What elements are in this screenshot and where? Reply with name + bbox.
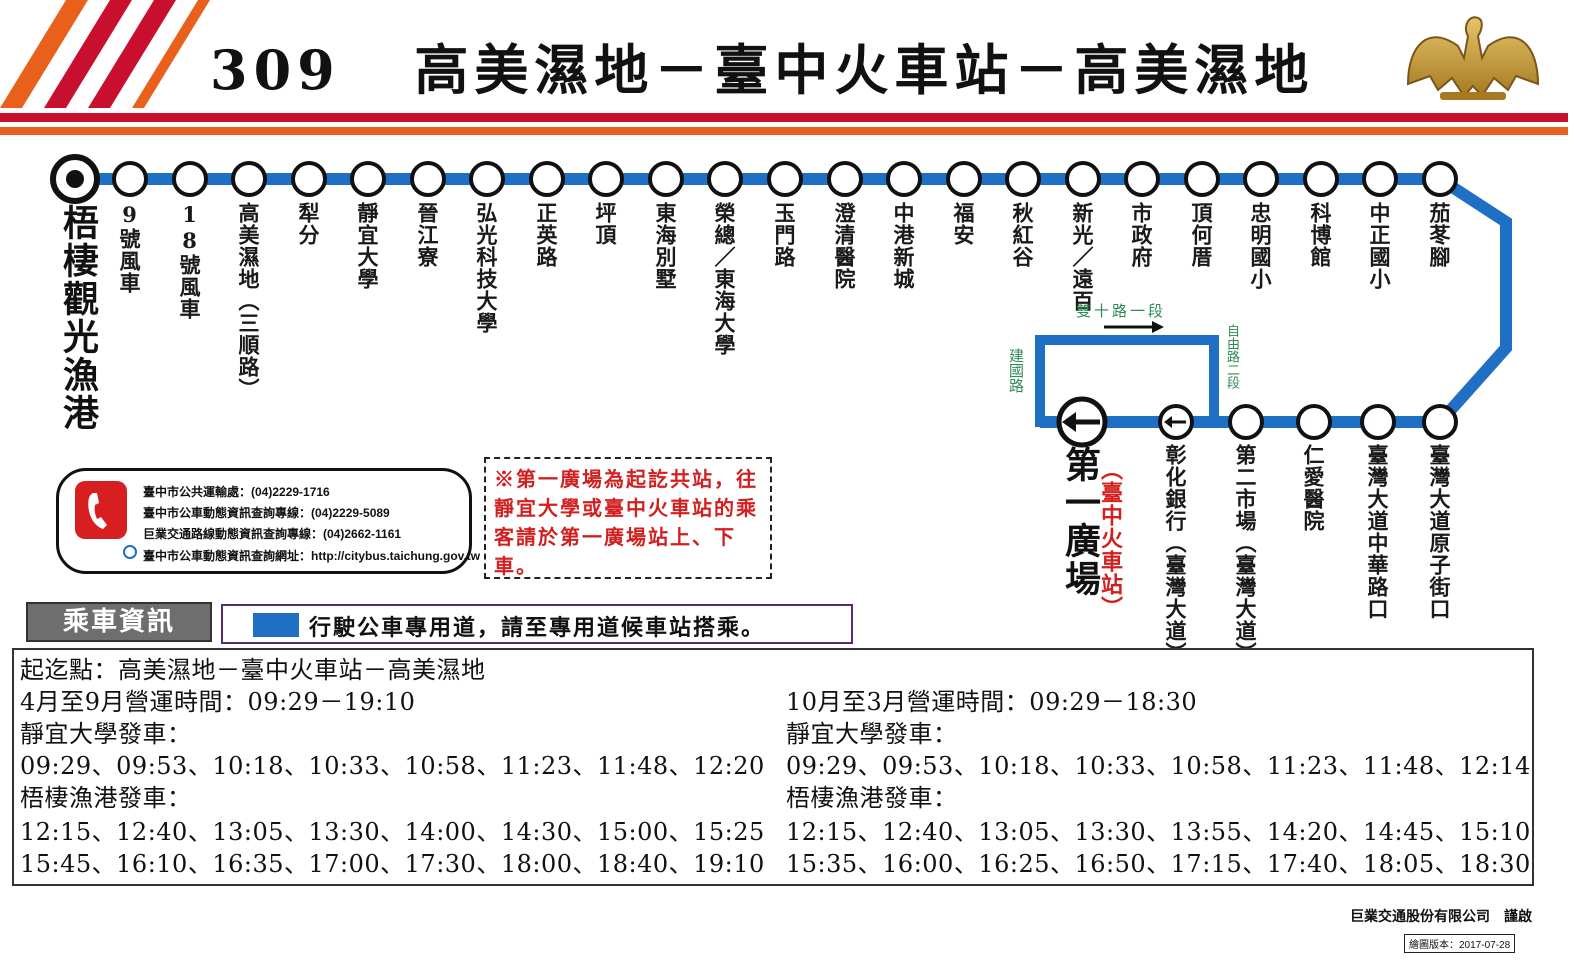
company-signature: 巨業交通股份有限公司 謹啟	[1350, 908, 1532, 924]
stop-label: 臺灣大道原子街口	[1427, 444, 1452, 620]
stop-marker	[1124, 161, 1160, 197]
contact-line: 臺中市公車動態資訊查詢專線：(04)2229-5089	[143, 506, 390, 520]
contact-line: 巨業交通路線動態資訊查詢專線：(04)2662-1161	[143, 527, 402, 541]
summer-wuqi-label: 梧棲漁港發車：	[20, 784, 192, 812]
stop-label: 榮總／東海大學	[712, 202, 737, 356]
stop-label: 澄清醫院	[832, 202, 857, 290]
route-number: 309	[210, 38, 341, 102]
summer-jingyi-label: 靜宜大學發車：	[20, 720, 192, 748]
drawing-version: 繪圖版本：2017-07-28	[1404, 934, 1516, 953]
stop-label: 9號風車	[117, 202, 142, 294]
winter-wuqi-times-2: 15:35、16:00、16:25、16:50、17:15、17:40、18:0…	[786, 850, 1531, 878]
stop-marker	[1184, 161, 1220, 197]
stop-marker	[291, 161, 327, 197]
stop-label: 東海別墅	[653, 202, 678, 290]
stop-label: 市政府	[1129, 202, 1154, 268]
stop-marker	[588, 161, 624, 197]
stop-marker	[946, 161, 982, 197]
road-shuangshi: 雙十路一段	[1076, 302, 1167, 320]
stop-label: 臺灣大道中華路口	[1365, 444, 1390, 620]
stop-marker	[1422, 404, 1458, 440]
summer-jingyi-times: 09:29、09:53、10:18、10:33、10:58、11:23、11:4…	[20, 752, 765, 780]
stop-label: 第二市場（臺灣大道）	[1233, 444, 1258, 664]
stop-marker	[112, 161, 148, 197]
stop-marker	[1362, 161, 1398, 197]
ride-info-tag: 乘車資訊	[26, 602, 212, 642]
stop-marker	[350, 161, 386, 197]
stop-marker	[1422, 161, 1458, 197]
stop-label: 彰化銀行（臺灣大道）	[1163, 444, 1188, 664]
stop-label: 中正國小	[1367, 202, 1392, 290]
stop-label: 福安	[951, 202, 976, 246]
eagle-logo-icon	[1406, 16, 1540, 100]
globe-icon	[123, 545, 137, 559]
terminal-plaza-note: （臺中火車站）	[1097, 458, 1123, 619]
stop-marker	[767, 161, 803, 197]
stop-marker	[231, 161, 267, 197]
stop-marker	[410, 161, 446, 197]
contact-line: 臺中市公共運輸處：(04)2229-1716	[143, 485, 330, 499]
terminal-plaza-label: 第一廣場	[1059, 446, 1101, 598]
stop-label: 玉門路	[772, 202, 797, 268]
route-map: 梧棲觀光漁港 9號風車 18號風車 高美濕地（三順路） 犁分 靜宜大學 晉江寮 弘光科技大學…	[0, 140, 1574, 664]
busway-swatch	[253, 613, 299, 637]
summer-hours: 4月至9月營運時間：09:29－19:10	[20, 688, 416, 716]
route-name: 高美濕地－臺中火車站－高美濕地	[414, 38, 1315, 102]
road-jianguo: 建國路	[1007, 348, 1025, 393]
plaza-note: ※第一廣場為起訖共站，往靜宜大學或臺中火車站的乘客請於第一廣場站上、下車。	[484, 457, 772, 579]
stop-label: 晉江寮	[415, 202, 440, 268]
stop-label: 正英路	[534, 202, 559, 268]
stop-label: 犁分	[296, 202, 321, 246]
stop-label: 頂何厝	[1189, 202, 1214, 268]
stop-label: 中港新城	[891, 202, 916, 290]
stop-marker	[469, 161, 505, 197]
stop-label: 坪頂	[593, 202, 618, 246]
busway-legend: 行駛公車專用道，請至專用道候車站搭乘。	[221, 604, 853, 644]
summer-wuqi-times-1: 12:15、12:40、13:05、13:30、14:00、14:30、15:0…	[20, 818, 765, 846]
stop-marker	[1303, 161, 1339, 197]
stop-label: 茄苳腳	[1427, 202, 1452, 268]
stop-marker	[172, 161, 208, 197]
header-rule-red	[0, 113, 1568, 122]
stop-marker	[1296, 404, 1332, 440]
schedule-endpoints: 起迄點：高美濕地－臺中火車站－高美濕地	[20, 656, 486, 684]
summer-wuqi-times-2: 15:45、16:10、16:35、17:00、17:30、18:00、18:4…	[20, 850, 765, 878]
stop-marker	[1243, 161, 1279, 197]
header-rule-orange	[0, 127, 1568, 135]
stop-marker	[1065, 161, 1101, 197]
stop-label: 忠明國小	[1248, 202, 1273, 290]
schedule-box: 起迄點：高美濕地－臺中火車站－高美濕地 4月至9月營運時間：09:29－19:1…	[12, 648, 1534, 886]
stop-marker	[886, 161, 922, 197]
stop-marker	[648, 161, 684, 197]
stop-label: 靜宜大學	[355, 202, 380, 290]
contact-box: 臺中市公共運輸處：(04)2229-1716 臺中市公車動態資訊查詢專線：(04…	[56, 468, 480, 574]
busway-text: 行駛公車專用道，請至專用道候車站搭乘。	[309, 615, 766, 641]
winter-wuqi-label: 梧棲漁港發車：	[786, 784, 958, 812]
phone-icon	[75, 481, 127, 539]
stop-marker	[827, 161, 863, 197]
road-ziyou: 自由路二段	[1224, 324, 1239, 389]
stop-label: 仁愛醫院	[1301, 444, 1326, 532]
terminal-start-label: 梧棲觀光漁港	[57, 204, 99, 432]
winter-wuqi-times-1: 12:15、12:40、13:05、13:30、13:55、14:20、14:4…	[786, 818, 1531, 846]
route-line	[50, 154, 1512, 448]
stop-label: 弘光科技大學	[474, 202, 499, 334]
stop-label: 18號風車	[177, 202, 202, 320]
contact-url[interactable]: 臺中市公車動態資訊查詢網址：http://citybus.taichung.go…	[143, 549, 481, 563]
stop-marker	[1228, 404, 1264, 440]
winter-jingyi-label: 靜宜大學發車：	[786, 720, 958, 748]
stop-label: 科博館	[1308, 202, 1333, 268]
stop-marker	[1005, 161, 1041, 197]
stop-label: 新光／遠百	[1070, 202, 1095, 312]
stop-label: 高美濕地（三順路）	[236, 202, 261, 400]
winter-hours: 10月至3月營運時間：09:29－18:30	[786, 688, 1198, 716]
stop-marker	[1360, 404, 1396, 440]
stop-marker	[529, 161, 565, 197]
header-stripes	[0, 0, 210, 108]
route-title: 309 高美濕地－臺中火車站－高美濕地	[210, 26, 1314, 105]
winter-jingyi-times: 09:29、09:53、10:18、10:33、10:58、11:23、11:4…	[786, 752, 1531, 780]
stop-marker	[707, 161, 743, 197]
stop-label: 秋紅谷	[1010, 202, 1035, 268]
